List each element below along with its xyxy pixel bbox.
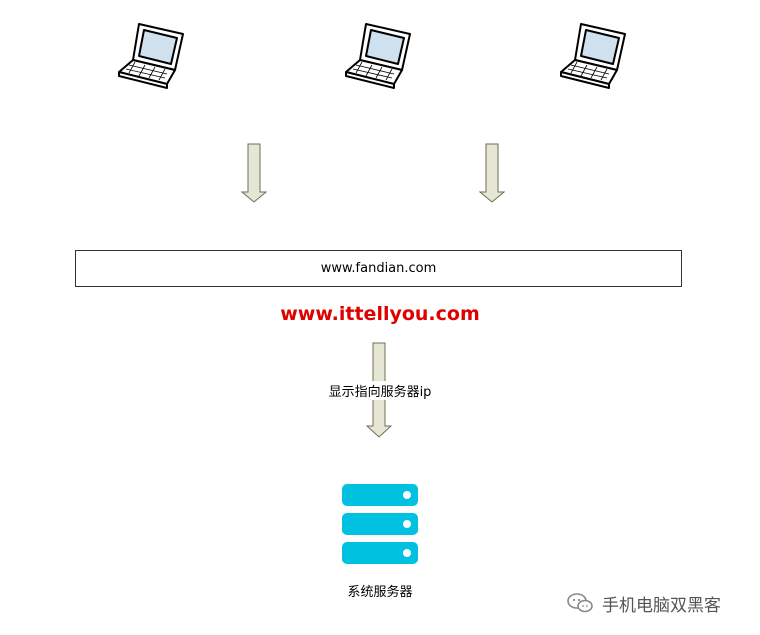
laptop-icon <box>113 18 187 92</box>
footer-text: 手机电脑双黑客 <box>602 595 721 616</box>
arrow-label: 显示指向服务器ip <box>300 381 460 400</box>
server-label: 系统服务器 <box>347 585 413 600</box>
down-arrow-icon <box>479 143 505 203</box>
domain-box: www.fandian.com <box>75 250 682 287</box>
watermark-url: www.ittellyou.com <box>280 303 480 325</box>
server-icon <box>340 482 420 566</box>
laptop-icon <box>555 18 629 92</box>
laptop-icon <box>340 18 414 92</box>
footer-watermark: 手机电脑双黑客 <box>566 589 721 617</box>
domain-text: www.fandian.com <box>320 261 437 276</box>
wechat-icon <box>566 592 594 614</box>
down-arrow-icon <box>241 143 267 203</box>
